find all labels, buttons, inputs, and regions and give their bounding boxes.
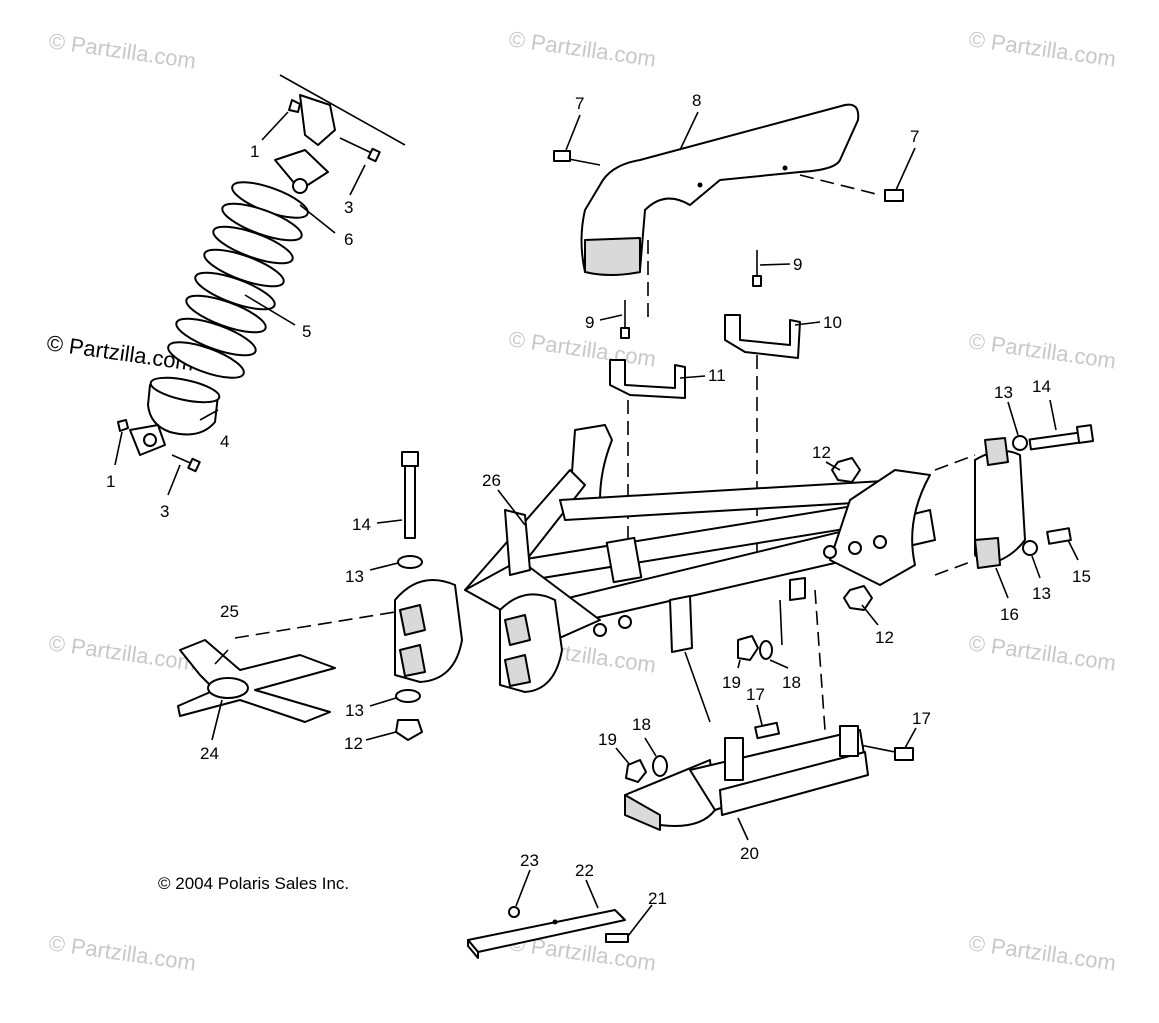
bolt-17-left: [754, 721, 781, 740]
nut-19-upper: [737, 635, 759, 661]
bolt-15: [1046, 527, 1072, 545]
coil-spring: [167, 181, 309, 379]
right-clamp-16: [974, 437, 1026, 569]
callout-4: 4: [220, 432, 229, 451]
callout-12: 12: [344, 734, 363, 753]
watermark: © Partzilla.com: [967, 26, 1117, 71]
callout-22: 22: [575, 861, 594, 880]
callout-8: 8: [692, 91, 701, 110]
bolt-7-left: [553, 150, 571, 162]
callout-17: 17: [912, 709, 931, 728]
copyright-notice: © 2004 Polaris Sales Inc.: [158, 874, 349, 893]
shock-absorber-assembly: [117, 74, 406, 473]
callout-20: 20: [740, 844, 759, 863]
bracket-10: [724, 314, 801, 359]
callouts: 1 3 6 5 4 1 3 7 8 7 9 10 9 11 26 14 13 1…: [106, 91, 1091, 937]
bar-22: [467, 909, 626, 959]
bracket-11: [609, 359, 686, 399]
frame-tab: [669, 595, 693, 653]
callout-7: 7: [910, 127, 919, 146]
nut-1-upper: [288, 99, 301, 113]
skid-plate-24: [177, 639, 336, 723]
bolt-21: [605, 933, 629, 943]
callout-13: 13: [345, 701, 364, 720]
callout-6: 6: [344, 230, 353, 249]
frame-right-plate: [829, 469, 931, 586]
washer-13-upper: [397, 555, 423, 569]
callout-12: 12: [812, 443, 831, 462]
callout-23: 23: [520, 851, 539, 870]
bumper-20-tab-left: [724, 737, 744, 781]
callout-13: 13: [345, 567, 364, 586]
callout-19: 19: [598, 730, 617, 749]
washer-13-lower: [395, 689, 421, 703]
callout-7: 7: [575, 94, 584, 113]
callout-18: 18: [632, 715, 651, 734]
callout-1: 1: [250, 142, 259, 161]
nut-19-lower: [625, 759, 647, 783]
washer-13-right-upper: [1012, 435, 1028, 451]
bolt-14-shank: [404, 465, 416, 539]
callout-1: 1: [106, 472, 115, 491]
watermark: © Partzilla.com: [507, 26, 657, 71]
callout-17: 17: [746, 685, 765, 704]
callout-13: 13: [1032, 584, 1051, 603]
nut-12-lower: [395, 719, 423, 741]
bolt-14-head: [401, 451, 419, 467]
callout-18: 18: [782, 673, 801, 692]
watermark: © Partzilla.com: [47, 28, 197, 73]
callout-9: 9: [585, 313, 594, 332]
callout-12: 12: [875, 628, 894, 647]
washer-18-lower: [652, 755, 668, 777]
callout-13: 13: [994, 383, 1013, 402]
front-frame-26: [464, 424, 936, 653]
callout-15: 15: [1072, 567, 1091, 586]
callout-9: 9: [793, 255, 802, 274]
callout-3: 3: [160, 502, 169, 521]
bolt-7-right: [884, 189, 904, 202]
watermark: © Partzilla.com: [967, 930, 1117, 975]
callout-21: 21: [648, 889, 667, 908]
shock-upper-bracket: [299, 94, 336, 146]
nut-1-lower: [117, 419, 129, 432]
watermark: © Partzilla.com: [967, 328, 1117, 373]
watermark: © Partzilla.com: [47, 630, 197, 675]
callout-19: 19: [722, 673, 741, 692]
callout-24: 24: [200, 744, 219, 763]
watermark: © Partzilla.com: [967, 630, 1117, 675]
bolt-17-right: [894, 747, 914, 761]
left-clamps: [394, 579, 563, 693]
rear-bumper-20: [624, 725, 869, 831]
washer-18-upper: [759, 640, 773, 660]
nut-12-top: [831, 457, 861, 483]
callout-26: 26: [482, 471, 501, 490]
bumper-8: [580, 103, 860, 276]
bolt-14-right: [1028, 431, 1082, 451]
watermark: © Partzilla.com: [47, 930, 197, 975]
callout-14: 14: [1032, 377, 1051, 396]
callout-25: 25: [220, 602, 239, 621]
nut-23: [508, 906, 520, 918]
callout-10: 10: [823, 313, 842, 332]
callout-5: 5: [302, 322, 311, 341]
nut-12-mid: [843, 585, 873, 611]
callout-3: 3: [344, 198, 353, 217]
callout-14: 14: [352, 515, 371, 534]
callout-16: 16: [1000, 605, 1019, 624]
watermark: © Partzilla.com: [507, 326, 657, 371]
washer-13-right-lower: [1022, 540, 1038, 556]
shock-upper-mount: [274, 149, 329, 191]
callout-11: 11: [708, 366, 726, 385]
bumper-20-tab-right: [839, 725, 859, 757]
